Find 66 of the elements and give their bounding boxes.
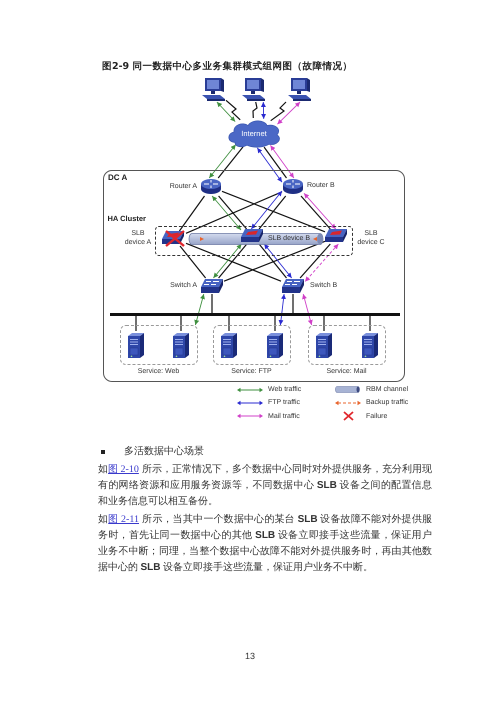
connector-line (292, 294, 294, 313)
arrow (264, 244, 292, 278)
arrow (304, 244, 339, 282)
arrow (276, 102, 301, 125)
connector-line (300, 196, 331, 230)
connector-line (369, 316, 371, 331)
arrow (256, 147, 282, 183)
router-icon (200, 178, 222, 196)
connector-line (218, 146, 244, 178)
arrow (216, 102, 236, 122)
switch-icon (200, 278, 224, 294)
paragraph: 如图 2-11 所示，当其中一个数据中心的某台 SLB 设备故障不能对外提供服务时，首先让同一数据中心的其他 SLB 设备立即接手这些流量，保证用户业务不中断；同理，当整个数据中心故障不能对外提供服务时，再由其他数据中心的 SLB 设备立即接手这些流量，保证用户业务不中断。 (98, 512, 432, 575)
arrow (208, 144, 236, 178)
computer-icon (240, 76, 266, 102)
page-number: 13 (245, 651, 255, 662)
connector-line (211, 294, 213, 313)
arrow (250, 190, 282, 230)
computer-icon (286, 76, 312, 102)
connector-line (226, 100, 241, 120)
figure-link: 图 2-11 (108, 514, 140, 525)
server-icon (360, 330, 378, 358)
connector-line (222, 190, 326, 232)
connector-line (180, 316, 182, 331)
server-icon (220, 330, 238, 358)
arrow (270, 144, 294, 178)
connector-line (258, 196, 286, 230)
paragraph: 如图 2-10 所示，正常情况下，多个数据中心同时对外提供服务，充分利用现有的网络资源和应用服务资源等，不同数据中心 SLB 设备之间的配置信息和业务信息可以相互备份。 (98, 462, 432, 509)
switch-icon (280, 278, 304, 294)
arrow (302, 294, 313, 326)
figure-title: 图2-9 同一数据中心多业务集群模式组网图（故障情况） (102, 61, 352, 73)
connector-line (186, 242, 282, 282)
connector-line (252, 102, 258, 118)
load-balancer-icon (324, 228, 348, 244)
connector-line (264, 146, 287, 178)
bus-line (110, 312, 400, 316)
connector-line (135, 316, 137, 331)
section-heading: 多活数据中心场景 (124, 444, 204, 459)
arrow (212, 244, 242, 278)
arrow (278, 294, 286, 326)
arrow (304, 192, 336, 230)
data-center-frame (103, 170, 405, 382)
server-icon (172, 330, 190, 358)
connector-line (224, 240, 326, 282)
server-icon (266, 330, 284, 358)
load-balancer-icon (161, 230, 186, 246)
connector-line (218, 196, 248, 230)
figure-link: 图 2-10 (108, 464, 139, 475)
server-icon (314, 330, 332, 358)
arrow (212, 196, 242, 230)
arrow (260, 102, 266, 120)
connector-line (300, 244, 331, 278)
connector-line (186, 191, 282, 234)
connector-line (274, 316, 276, 331)
connector-line (228, 316, 230, 331)
connector-line (178, 196, 205, 232)
connector-line (218, 244, 248, 278)
connector-line (180, 246, 206, 278)
arrow (194, 294, 205, 326)
router-icon (282, 178, 304, 196)
connector-line (258, 244, 287, 278)
load-balancer-icon (240, 228, 264, 244)
connector-line (323, 316, 325, 331)
server-icon (126, 330, 144, 358)
connector-line (270, 102, 286, 122)
frame-title: DC A (108, 173, 128, 183)
computer-icon (200, 76, 226, 102)
